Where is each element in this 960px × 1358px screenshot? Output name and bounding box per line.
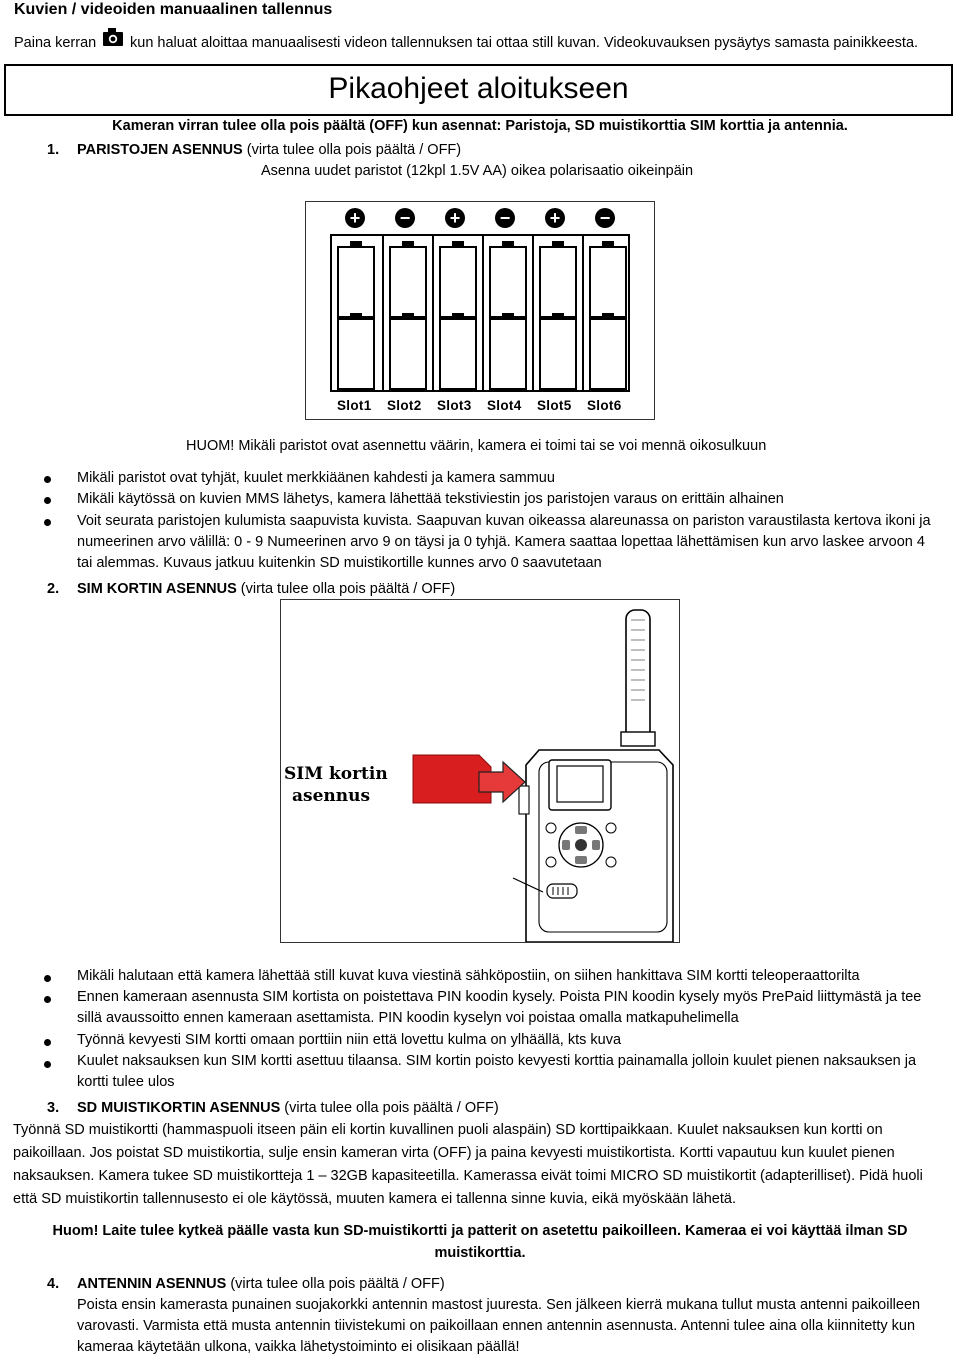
section1-note: (virta tulee olla pois päältä / OFF) [242, 142, 462, 158]
sim-figure-label-line1: SIM kortin [284, 764, 388, 784]
section3-title: SD MUISTIKORTIN ASENNUS [77, 1100, 281, 1116]
section2-bullet: Mikäli halutaan että kamera lähettää sti… [77, 968, 860, 984]
sd-warning-line2: muistikorttia. [434, 1245, 526, 1261]
battery-slot [332, 236, 378, 390]
battery-cell [539, 313, 577, 390]
section1-heading: PARISTOJEN ASENNUS (virta tulee olla poi… [77, 140, 461, 161]
slot-label: Slot4 [487, 398, 522, 413]
manual-capture-heading: Kuvien / videoiden manuaalinen tallennus [14, 1, 333, 18]
manual-capture-text-after: kun haluat aloittaa manuaalisesti videon… [130, 35, 919, 51]
camera-icon [101, 25, 125, 47]
bullet-icon [44, 975, 51, 982]
battery-cell [489, 313, 527, 390]
battery-cell [589, 241, 627, 318]
slot-label: Slot5 [537, 398, 572, 413]
bullet-icon [44, 497, 51, 504]
quickstart-intro: Kameran virran tulee olla pois päältä (O… [112, 118, 848, 134]
sim-figure [280, 599, 680, 943]
section3-note: (virta tulee olla pois päältä / OFF) [280, 1100, 499, 1116]
minus-icon: − [495, 208, 515, 228]
plus-icon: + [345, 208, 365, 228]
section4-note: (virta tulee olla pois päältä / OFF) [226, 1276, 445, 1292]
section1-bullet-line: Voit seurata paristojen kulumista saapuv… [77, 513, 931, 529]
slot-label: Slot3 [437, 398, 472, 413]
section3-line: paikoillaan. Jos poistat SD muistikortia… [13, 1145, 895, 1161]
section1-number: 1. [47, 142, 60, 158]
quickstart-title-box [4, 64, 953, 116]
insert-arrow-icon [478, 760, 526, 804]
battery-compartment [330, 234, 630, 392]
battery-cell [337, 313, 375, 390]
section1-bullet: Mikäli paristot ovat tyhjät, kuulet merk… [77, 470, 555, 486]
section1-bullet-line: numeerinen arvo välillä: 0 - 9 Numeerine… [77, 534, 925, 550]
section3-line: naksauksen. Kamera tukee SD muistikortte… [13, 1168, 923, 1184]
section2-note: (virta tulee olla pois päältä / OFF) [236, 581, 456, 597]
section2-bullet: Kuulet naksauksen kun SIM kortti asettuu… [77, 1053, 917, 1069]
bullet-icon [44, 1039, 51, 1046]
manual-capture-text-before: Paina kerran [14, 35, 97, 51]
slot-label: Slot6 [587, 398, 622, 413]
section2-bullet: Työnnä kevyesti SIM kortti omaan porttii… [77, 1032, 622, 1048]
minus-icon: − [395, 208, 415, 228]
section2-bullet-cont: sillä avaussoitto ennen kameraan asettam… [77, 1010, 739, 1026]
slot-label: Slot2 [387, 398, 422, 413]
battery-slot [582, 236, 630, 390]
section2-title: SIM KORTIN ASENNUS [77, 581, 237, 597]
battery-cell [389, 313, 427, 390]
sd-warning-line1: Huom! Laite tulee kytkeä päälle vasta ku… [52, 1223, 908, 1239]
section3-line: että SD muistikortin tallennusesto ei ol… [13, 1191, 736, 1207]
battery-slot [432, 236, 480, 390]
bullet-icon [44, 519, 51, 526]
section3-number: 3. [47, 1100, 60, 1116]
bullet-icon [44, 1061, 51, 1068]
battery-cell [539, 241, 577, 318]
battery-diagram [305, 201, 655, 420]
section4-line: kameraa käytetään ulkona, vaikka lähetys… [77, 1339, 520, 1355]
plus-icon: + [445, 208, 465, 228]
bullet-icon [44, 476, 51, 483]
slot-label: Slot1 [337, 398, 372, 413]
battery-slot [482, 236, 530, 390]
section1-bullet-line: tai alemmas. Kuvaus jatkuu kuitenkin SD … [77, 555, 602, 571]
minus-icon: − [595, 208, 615, 228]
section2-bullet: Ennen kameraan asennusta SIM kortista on… [77, 989, 922, 1005]
battery-slot [382, 236, 430, 390]
section3-heading: SD MUISTIKORTIN ASENNUS (virta tulee oll… [77, 1098, 499, 1119]
battery-cell [337, 241, 375, 318]
quickstart-title: Pikaohjeet aloitukseen [328, 72, 629, 105]
section1-title: PARISTOJEN ASENNUS [77, 142, 243, 158]
section2-bullet-cont: kortti tulee ulos [77, 1074, 175, 1090]
battery-cell [439, 241, 477, 318]
section4-line: varovasti. Varmista että musta antennin … [77, 1318, 916, 1334]
sim-figure-label-line2: asennus [292, 786, 371, 806]
camera-illustration [412, 609, 674, 943]
section4-number: 4. [47, 1276, 60, 1292]
section2-number: 2. [47, 581, 60, 597]
battery-cell [589, 313, 627, 390]
section4-title: ANTENNIN ASENNUS [77, 1276, 227, 1292]
section1-subtitle: Asenna uudet paristot (12kpl 1.5V AA) oi… [261, 163, 694, 179]
bullet-icon [44, 996, 51, 1003]
section4-line: Poista ensin kamerasta punainen suojakor… [77, 1297, 921, 1313]
section2-heading: SIM KORTIN ASENNUS (virta tulee olla poi… [77, 579, 455, 600]
battery-cell [389, 241, 427, 318]
plus-icon: + [545, 208, 565, 228]
section3-line: Työnnä SD muistikortti (hammaspuoli itse… [13, 1122, 883, 1138]
section1-bullet: Mikäli käytössä on kuvien MMS lähetys, k… [77, 491, 784, 507]
battery-warning: HUOM! Mikäli paristot ovat asennettu vää… [186, 438, 767, 454]
battery-cell [489, 241, 527, 318]
section4-heading: ANTENNIN ASENNUS (virta tulee olla pois … [77, 1274, 445, 1295]
battery-slot [532, 236, 580, 390]
battery-cell [439, 313, 477, 390]
